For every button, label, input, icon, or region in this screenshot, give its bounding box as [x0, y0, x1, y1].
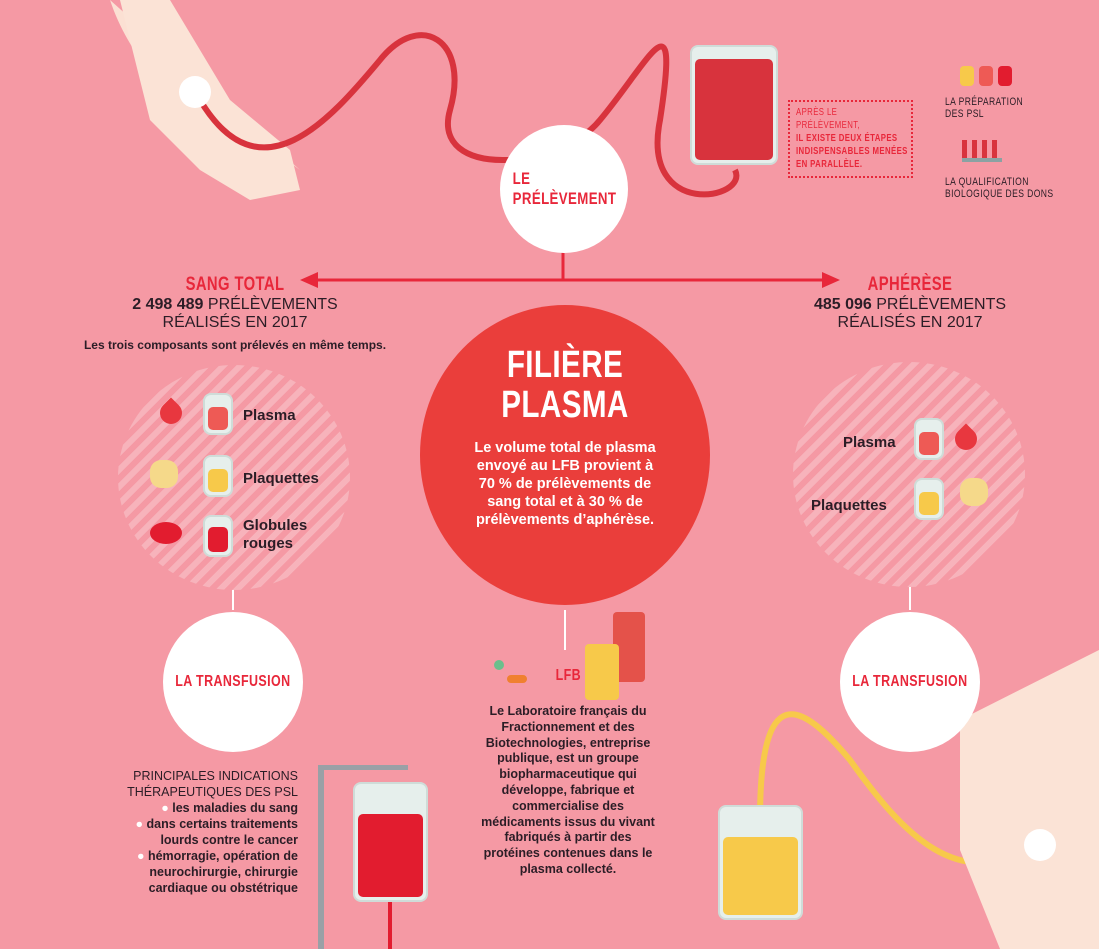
test-tubes-icon	[962, 140, 1002, 162]
note-line: APRÈS LE PRÉLÈVEMENT,	[796, 107, 861, 131]
year-label: RÉALISÉS EN 2017	[837, 314, 983, 331]
platelets-bag-icon	[203, 455, 233, 497]
count-label: PRÉLÈVEMENTS	[207, 296, 338, 313]
apheresis-header: APHÉRÈSE 485 096 PRÉLÈVEMENTS RÉALISÉS E…	[785, 274, 1035, 332]
component-plasma: Plasma	[843, 434, 896, 451]
platelet-icon	[150, 460, 178, 488]
lfb-description: Le Laboratoire français du Fractionnemen…	[481, 704, 655, 876]
center-title: PLASMA	[501, 384, 629, 426]
component-platelets: Plaquettes	[811, 497, 887, 514]
note-bold: IL EXISTE DEUX ÉTAPES INDISPENSABLES MEN…	[796, 133, 908, 170]
center-title: FILIÈRE	[506, 344, 624, 386]
indications: PRINCIPALES INDICATIONS THÉRAPEUTIQUES D…	[95, 768, 298, 896]
count-label: PRÉLÈVEMENTS	[876, 296, 1007, 313]
year-label: RÉALISÉS EN 2017	[162, 314, 308, 331]
psl-bags-icon	[960, 66, 1012, 86]
platelet-transfusion-bag-icon	[718, 805, 803, 920]
transfusion-circle-left: LA TRANSFUSION	[163, 612, 303, 752]
whole-blood-count: 2 498 489	[132, 296, 204, 313]
platelet-icon	[960, 478, 988, 506]
component-red-cells: Globules rouges	[243, 517, 308, 552]
transfusion-label: LA TRANSFUSION	[852, 673, 968, 690]
apheresis-components	[793, 362, 1025, 587]
blood-bag-icon	[690, 45, 778, 165]
red-cell-icon	[150, 522, 182, 544]
apheresis-count: 485 096	[813, 296, 872, 313]
indications-title: PRINCIPALES INDICATIONS THÉRAPEUTIQUES D…	[127, 769, 298, 799]
whole-blood-title: SANG TOTAL	[185, 274, 285, 295]
transfusion-circle-right: LA TRANSFUSION	[840, 612, 980, 752]
step-qualification: LA QUALIFICATION BIOLOGIQUE DES DONS	[945, 176, 1054, 200]
indication-item: ● hémorragie, opération de neurochirurgi…	[136, 849, 298, 895]
red-cells-bag-icon	[203, 515, 233, 557]
whole-blood-note: Les trois composants sont prélevés en mê…	[83, 338, 387, 352]
platelets-bag-icon	[914, 478, 944, 520]
plasma-bag-icon	[914, 418, 944, 460]
whole-blood-header: SANG TOTAL 2 498 489 PRÉLÈVEMENTS RÉALIS…	[110, 274, 360, 332]
center-text: Le volume total de plasma envoyé au LFB …	[474, 440, 656, 528]
apheresis-title: APHÉRÈSE	[867, 274, 953, 295]
transfusion-bag-icon	[353, 782, 428, 902]
step-preparation: LA PRÉPARATION DES PSL	[945, 96, 1024, 120]
medicine-icon	[492, 655, 527, 690]
collection-circle: LE PRÉLÈVEMENT	[500, 125, 628, 253]
parallel-steps-note: APRÈS LE PRÉLÈVEMENT, IL EXISTE DEUX ÉTA…	[788, 100, 913, 178]
bottles-icon	[585, 612, 647, 700]
lfb-label: LFB	[555, 667, 582, 684]
plasma-sector-circle: FILIÈRE PLASMA Le volume total de plasma…	[420, 305, 710, 605]
collection-title: LE PRÉLÈVEMENT	[512, 169, 616, 208]
plasma-bag-icon	[203, 393, 233, 435]
component-plasma: Plasma	[243, 407, 296, 424]
indication-item: ● les maladies du sang	[161, 801, 298, 815]
indication-item: ● dans certains traitements lourds contr…	[135, 817, 298, 847]
component-platelets: Plaquettes	[243, 470, 319, 487]
transfusion-label: LA TRANSFUSION	[175, 673, 291, 690]
